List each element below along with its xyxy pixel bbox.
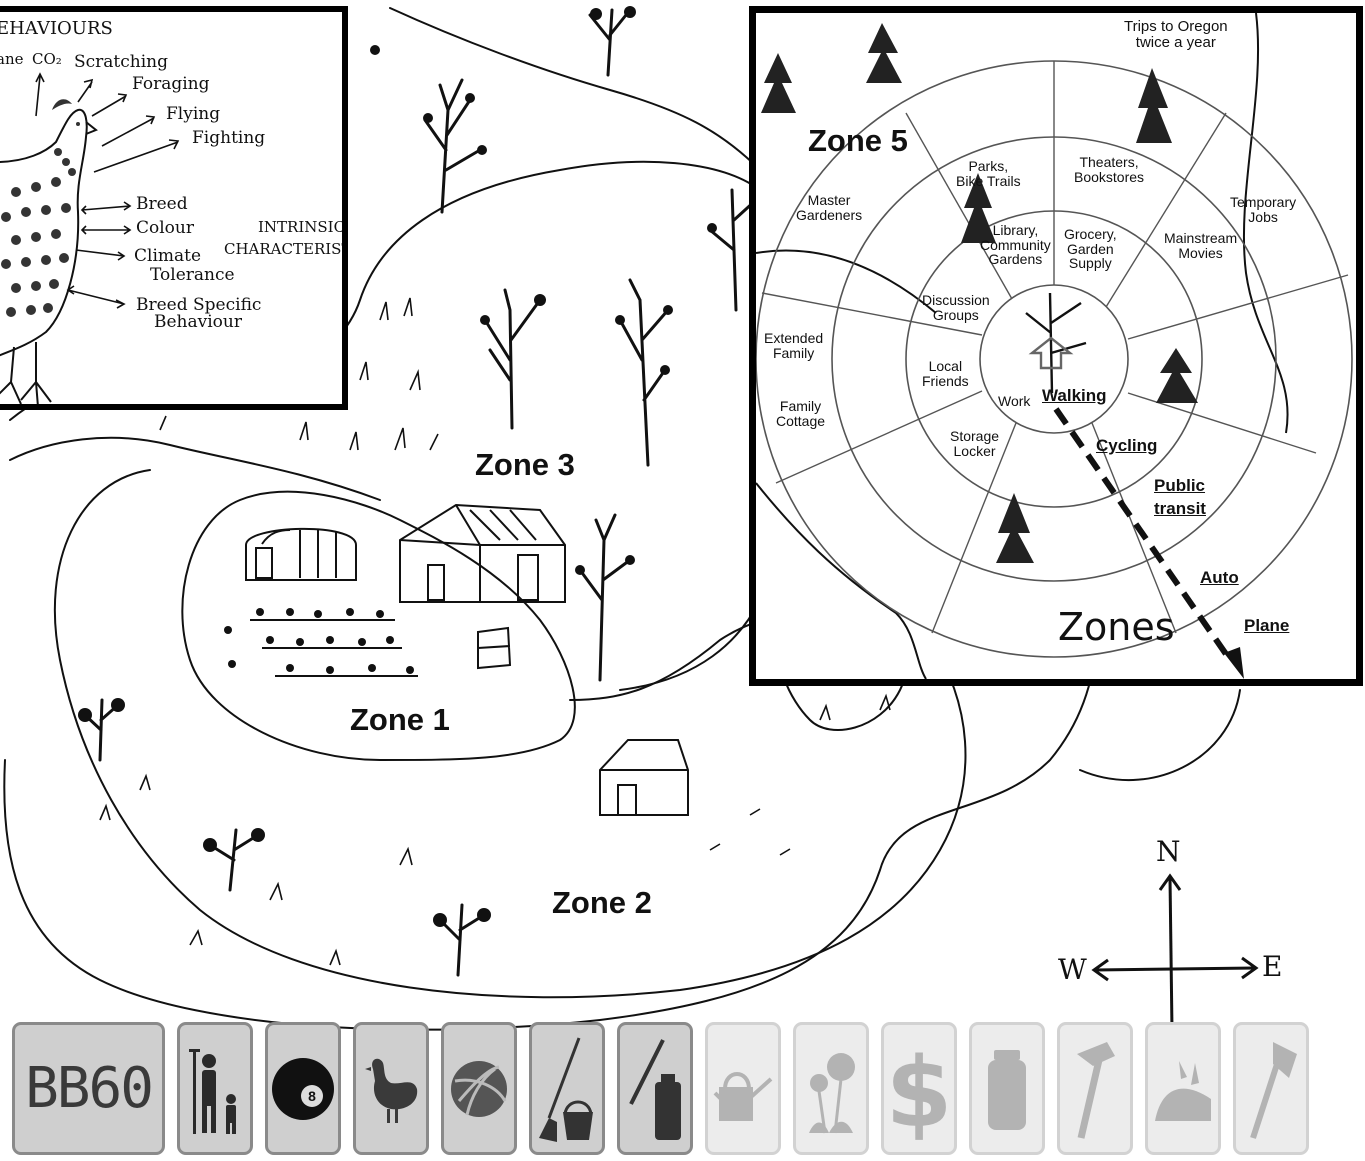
watering-can-icon xyxy=(711,1049,775,1129)
family-icon xyxy=(185,1039,245,1139)
hammer-icon xyxy=(1063,1034,1127,1144)
behaviour-co2: CO₂ xyxy=(32,52,62,67)
chicken-behaviours-inset: EHAVIOURS ane CO₂ Scratching Foraging Fl… xyxy=(0,6,348,410)
mode-walking: Walking xyxy=(1042,385,1107,408)
zone-1-label: Zone 1 xyxy=(350,702,450,738)
category-intrinsic: INTRINSIC xyxy=(258,220,345,235)
dollar-icon: $ xyxy=(887,1034,951,1144)
dollar-tool-button[interactable]: $ xyxy=(881,1022,957,1155)
zones-big-label: Zones xyxy=(1058,605,1175,649)
bb60-badge-text: BB60 xyxy=(25,1056,152,1121)
behaviour-fighting: Fighting xyxy=(192,130,265,147)
behaviour-flying: Flying xyxy=(166,106,220,123)
heading-behaviours: EHAVIOURS xyxy=(0,20,113,38)
yarn-tool-button[interactable] xyxy=(441,1022,517,1155)
category-characteristics: CHARACTERISTICS xyxy=(224,242,348,257)
label-parks: Parks,Bike Trails xyxy=(956,159,1021,188)
mode-plane: Plane xyxy=(1244,615,1289,638)
family-tool-button[interactable] xyxy=(177,1022,253,1155)
behaviour-ane: ane xyxy=(0,52,23,67)
compost-icon xyxy=(1151,1049,1215,1129)
label-theaters: Theaters,Bookstores xyxy=(1074,155,1144,184)
zone-rings-diagram xyxy=(756,13,1356,679)
chicken-icon xyxy=(361,1049,421,1129)
chicken-tool-button[interactable] xyxy=(353,1022,429,1155)
svg-text:8: 8 xyxy=(308,1088,316,1104)
trait-behaviour: Behaviour xyxy=(154,314,242,331)
mode-cycling: Cycling xyxy=(1096,435,1157,458)
trait-colour: Colour xyxy=(136,220,194,237)
jar-icon xyxy=(982,1044,1032,1134)
label-work: Work xyxy=(998,394,1030,409)
axe-tool-button[interactable] xyxy=(1233,1022,1309,1155)
dandelion-icon xyxy=(799,1039,863,1139)
compost-tool-button[interactable] xyxy=(1145,1022,1221,1155)
dandelion-tool-button[interactable] xyxy=(793,1022,869,1155)
trait-climate: Climate xyxy=(134,248,201,265)
watering-can-tool-button[interactable] xyxy=(705,1022,781,1155)
axe-icon xyxy=(1239,1034,1303,1144)
svg-text:$: $ xyxy=(887,1037,951,1144)
dropper-bottle-icon xyxy=(625,1034,685,1144)
trait-tolerance: Tolerance xyxy=(150,267,235,284)
eight-ball-tool-button[interactable]: 8 xyxy=(265,1022,341,1155)
eight-ball-icon: 8 xyxy=(270,1056,336,1122)
compass-east: E xyxy=(1262,950,1282,983)
zone-2-label: Zone 2 xyxy=(552,885,652,921)
hammer-tool-button[interactable] xyxy=(1057,1022,1133,1155)
yarn-ball-icon xyxy=(447,1057,511,1121)
zone-3-label: Zone 3 xyxy=(475,447,575,483)
zone-5-title: Zone 5 xyxy=(808,123,908,159)
behaviour-foraging: Foraging xyxy=(132,76,210,93)
mode-auto: Auto xyxy=(1200,567,1239,590)
trait-breed: Breed xyxy=(136,196,188,213)
dropper-tool-button[interactable] xyxy=(617,1022,693,1155)
broom-bucket-tool-button[interactable] xyxy=(529,1022,605,1155)
bb60-badge-button[interactable]: BB60 xyxy=(12,1022,165,1155)
behaviour-scratching: Scratching xyxy=(74,54,168,71)
compass-north: N xyxy=(1156,835,1181,868)
tool-toolbar: BB60 8 xyxy=(12,1022,1309,1160)
broom-bucket-icon xyxy=(535,1034,599,1144)
compass-west: W xyxy=(1058,953,1087,986)
jar-tool-button[interactable] xyxy=(969,1022,1045,1155)
